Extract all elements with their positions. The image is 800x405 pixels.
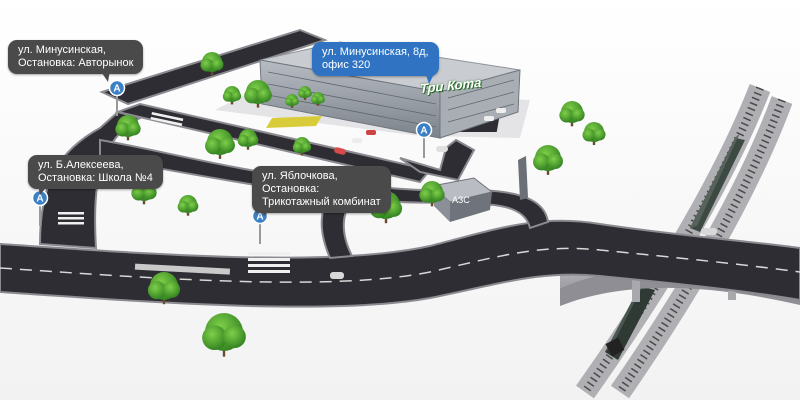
bus-stop-letter: A xyxy=(256,212,263,223)
tree-icon xyxy=(205,129,235,159)
callout-yablochkova[interactable]: ул. Яблочкова, Остановка: Трикотажный ко… xyxy=(252,166,391,213)
callout-tail xyxy=(262,208,272,216)
tree-icon xyxy=(115,115,141,141)
tree-icon xyxy=(311,92,325,106)
tree-icon xyxy=(177,195,199,216)
tree-icon xyxy=(237,129,259,150)
callout-tail xyxy=(38,185,48,195)
bus-stop-icon[interactable]: A xyxy=(108,79,126,117)
tree-icon xyxy=(285,94,299,108)
callout-line: Остановка: xyxy=(262,183,320,195)
callout-line: офис 320 xyxy=(322,59,371,71)
car-icon xyxy=(330,108,717,279)
callout-line: Остановка: Школа №4 xyxy=(38,172,153,184)
callout-alekseeva[interactable]: ул. Б.Алексеева, Остановка: Школа №4 xyxy=(28,155,163,189)
callout-line: Трикотажный комбинат xyxy=(262,196,381,208)
tree-icon xyxy=(200,52,224,75)
train-icon xyxy=(605,133,745,360)
gas-station-label: АЗС xyxy=(452,195,470,205)
bus-stop-letter: A xyxy=(113,84,120,95)
callout-office[interactable]: ул. Минусинская, 8д, офис 320 xyxy=(312,42,439,76)
main-road xyxy=(0,219,800,308)
tree-icon xyxy=(202,313,246,357)
bus-stop-letter: A xyxy=(36,194,43,205)
callout-line: ул. Яблочкова, xyxy=(262,170,338,182)
callout-line: ул. Минусинская, xyxy=(18,44,106,56)
tree-icon xyxy=(533,145,563,175)
tree-icon xyxy=(147,272,181,305)
tree-icon xyxy=(419,181,445,207)
tree-icon xyxy=(298,86,312,100)
bus-stop-icon[interactable]: A xyxy=(415,121,433,159)
callout-line: Остановка: Авторынок xyxy=(18,57,134,69)
callout-line: ул. Б.Алексеева, xyxy=(38,159,124,171)
tree-icon xyxy=(582,122,606,145)
callout-minusinskaya[interactable]: ул. Минусинская, Остановка: Авторынок xyxy=(8,40,144,74)
tree-icon xyxy=(222,86,242,105)
tree-icon xyxy=(292,137,312,156)
callout-tail xyxy=(100,70,110,82)
tree-icon xyxy=(559,101,585,127)
callout-tail xyxy=(425,72,435,84)
callout-line: ул. Минусинская, 8д, xyxy=(322,46,429,58)
tree-icon xyxy=(244,80,272,108)
bus-stop-letter: A xyxy=(420,126,427,137)
